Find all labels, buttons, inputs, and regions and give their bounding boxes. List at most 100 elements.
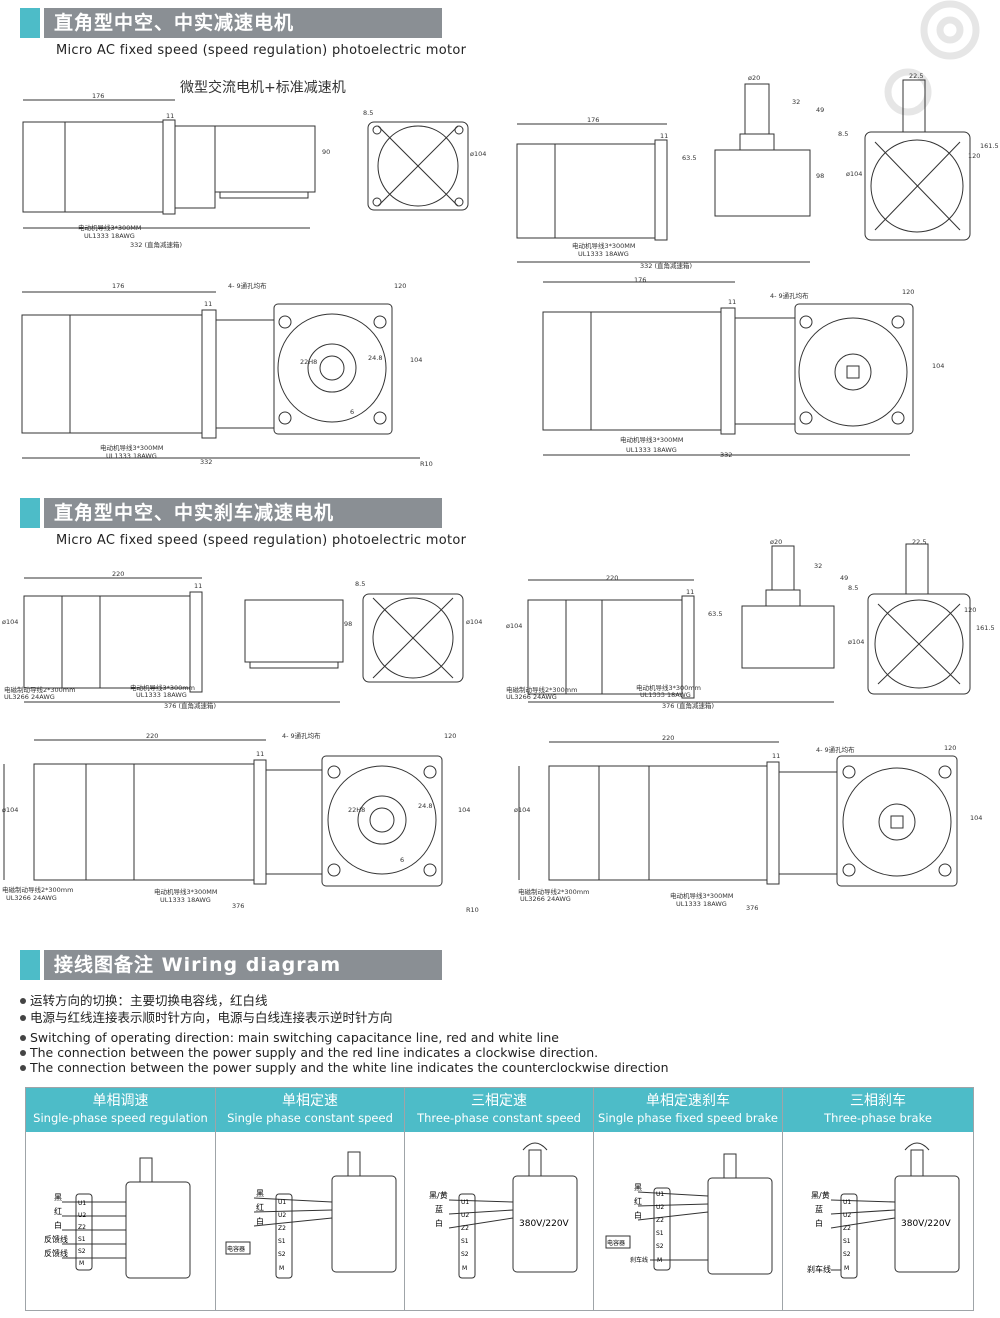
lead-label: 电动机导线3*300MM	[620, 435, 684, 444]
svg-text:S2: S2	[656, 1243, 664, 1250]
section-header-2: 直角型中空、中实刹车减速电机	[20, 498, 442, 528]
note-item: 运转方向的切换：主要切换电容线，红白线	[20, 993, 669, 1008]
svg-text:白: 白	[634, 1210, 642, 1220]
dim-label: 11	[256, 750, 264, 758]
dim-label: 11	[204, 300, 212, 308]
svg-text:M: M	[657, 1257, 662, 1264]
dim-label: 8.5	[363, 109, 373, 117]
brake-label: 电磁制动导线2*300mm	[2, 885, 73, 894]
svg-text:黑: 黑	[54, 1193, 62, 1202]
dim-label: 332	[200, 458, 212, 466]
svg-text:U1: U1	[656, 1191, 664, 1198]
brake-label: UL3266 24AWG	[520, 895, 571, 903]
svg-text:Z2: Z2	[78, 1224, 86, 1231]
svg-text:S1: S1	[843, 1238, 851, 1245]
lead-label: UL1333 18AWG	[84, 232, 135, 240]
section-title: 接线图备注 Wiring diagram	[44, 950, 442, 980]
dim-label: 332 (直角减速箱)	[130, 240, 182, 249]
svg-text:M: M	[462, 1265, 467, 1272]
dim-label: ø104	[466, 618, 482, 626]
svg-text:S2: S2	[78, 1248, 86, 1255]
dim-label: 120	[394, 282, 406, 290]
lead-label: 电动机导线3*300MM	[100, 443, 164, 452]
hole-label: 4- 9通孔均布	[816, 745, 855, 754]
dim-label: 332	[720, 451, 732, 459]
svg-text:反馈线: 反馈线	[44, 1234, 68, 1244]
dim-label: 120	[902, 288, 914, 296]
dim-label: 32	[792, 98, 800, 106]
dim-label: 104	[410, 356, 422, 364]
dim-label: 22H8	[348, 806, 365, 814]
dim-label: 376 (直角减速箱)	[662, 701, 714, 710]
svg-text:S1: S1	[656, 1230, 664, 1237]
svg-text:电容器: 电容器	[227, 1245, 245, 1253]
dim-label: ø20	[748, 74, 760, 82]
dim-label: R10	[466, 906, 479, 914]
dim-label: 8.5	[838, 130, 848, 138]
dim-label: R10	[420, 460, 433, 468]
dim-label: 8.5	[848, 584, 858, 592]
hole-label: 4- 9通孔均布	[770, 291, 809, 300]
lead-label: UL1333 18AWG	[106, 452, 157, 460]
brake-label: UL3266 24AWG	[506, 693, 557, 701]
section-subtitle: Micro AC fixed speed (speed regulation) …	[56, 43, 467, 58]
svg-text:M: M	[844, 1265, 849, 1272]
svg-text:红: 红	[54, 1206, 62, 1216]
dim-label: ø104	[2, 618, 18, 626]
lead-label: UL1333 18AWG	[160, 896, 211, 904]
hole-label: 4- 9通孔均布	[228, 281, 267, 290]
section-title: 直角型中空、中实减速电机	[44, 8, 442, 38]
svg-text:黑/黄: 黑/黄	[429, 1190, 448, 1200]
svg-text:S1: S1	[78, 1236, 86, 1243]
dim-label: ø20	[770, 538, 782, 546]
svg-text:反馈线: 反馈线	[44, 1248, 68, 1258]
dim-label: 11	[166, 112, 174, 120]
dim-label: 49	[816, 106, 824, 114]
brake-label: UL3266 24AWG	[4, 693, 55, 701]
note-item: The connection between the power supply …	[20, 1060, 669, 1075]
svg-text:U1: U1	[278, 1199, 286, 1206]
svg-text:U1: U1	[78, 1200, 86, 1207]
svg-text:U1: U1	[843, 1199, 851, 1206]
dim-label: 22.5	[912, 538, 926, 546]
lead-label: 电动机导线3*300mm	[130, 683, 195, 692]
svg-text:红: 红	[256, 1202, 264, 1212]
svg-text:S1: S1	[461, 1238, 469, 1245]
dim-label: 332 (直角减速箱)	[640, 261, 692, 270]
dim-label: 120	[964, 606, 976, 614]
svg-text:蓝: 蓝	[815, 1204, 823, 1214]
brake-label: 电磁制动导线2*300mm	[4, 685, 75, 694]
dim-label: 11	[728, 298, 736, 306]
dim-label: 220	[606, 574, 618, 582]
dim-label: 90	[322, 148, 330, 156]
lead-label: 电动机导线3*300MM	[154, 887, 218, 896]
dim-label: 11	[772, 752, 780, 760]
dim-label: 11	[194, 582, 202, 590]
svg-text:刹车线: 刹车线	[630, 1256, 648, 1264]
dim-label: 220	[662, 734, 674, 742]
dim-label: 32	[814, 562, 822, 570]
section-header-1: 直角型中空、中实减速电机	[20, 8, 442, 38]
technical-drawing-set-2: 220 11 ø104 98 电磁制动导线2*300mm UL3266 24AW…	[2, 538, 995, 914]
dim-label: 161.5	[976, 624, 995, 632]
svg-text:380V/220V: 380V/220V	[519, 1219, 570, 1229]
dim-label: 104	[932, 362, 944, 370]
svg-text:S2: S2	[843, 1251, 851, 1258]
svg-text:U1: U1	[461, 1199, 469, 1206]
dim-label: 6	[350, 408, 354, 416]
svg-text:电容器: 电容器	[607, 1239, 625, 1247]
lead-label: UL1333 18AWG	[640, 691, 691, 699]
dim-label: 24.8	[418, 802, 432, 810]
dim-label: 376	[232, 902, 244, 910]
section-subtitle: Micro AC fixed speed (speed regulation) …	[56, 533, 467, 548]
dim-label: 120	[968, 152, 980, 160]
lead-label: UL1333 18AWG	[626, 446, 677, 454]
brake-label: UL3266 24AWG	[6, 894, 57, 902]
svg-text:蓝: 蓝	[435, 1204, 443, 1214]
dim-label: 176	[92, 92, 104, 100]
section-title: 直角型中空、中实刹车减速电机	[44, 498, 442, 528]
dim-label: 120	[944, 744, 956, 752]
